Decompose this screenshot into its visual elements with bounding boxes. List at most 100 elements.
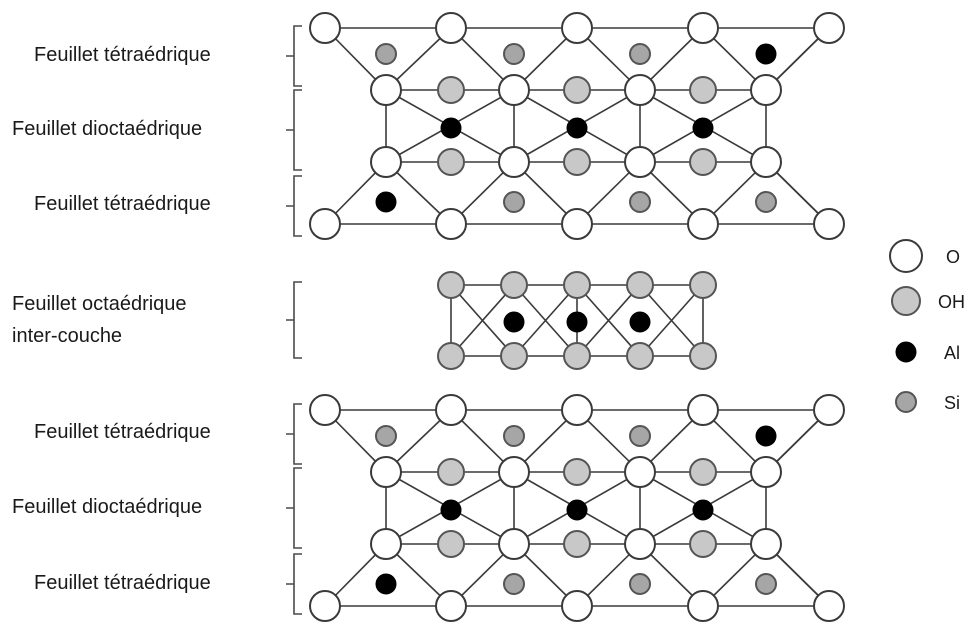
- hydroxyl-atom: [689, 530, 717, 558]
- hydroxyl-atom: [437, 342, 465, 370]
- hydroxyl-atom: [500, 271, 528, 299]
- label-top-tetra-lower: Feuillet tétraédrique: [34, 193, 211, 215]
- hydroxyl-atom: [437, 530, 465, 558]
- tos-layer-bottom: [309, 394, 845, 622]
- oxygen-atom: [435, 208, 467, 240]
- labels-top-layer: Feuillet tétraédrique Feuillet dioctaédr…: [12, 44, 211, 215]
- aluminium-atom: [692, 117, 714, 139]
- oxygen-atom: [750, 146, 782, 178]
- oxygen-atom: [498, 528, 530, 560]
- legend-si-label: Si: [944, 393, 960, 413]
- label-top-tetra-upper: Feuillet tétraédrique: [34, 44, 211, 66]
- legend: O OH Al Si: [889, 239, 965, 413]
- oxygen-atom: [687, 394, 719, 426]
- oxygen-atom: [561, 590, 593, 622]
- legend-si-icon: [895, 391, 917, 413]
- oxygen-atom: [435, 394, 467, 426]
- label-interlayer-line1: Feuillet octaédrique: [12, 293, 187, 315]
- oxygen-atom: [370, 528, 402, 560]
- silicon-atom: [503, 573, 525, 595]
- legend-oh-icon: [891, 286, 921, 316]
- aluminium-atom: [755, 43, 777, 65]
- hydroxyl-atom: [689, 271, 717, 299]
- octahedral-interlayer: [437, 271, 717, 370]
- aluminium-atom: [375, 191, 397, 213]
- hydroxyl-atom: [563, 342, 591, 370]
- oxygen-atom: [561, 394, 593, 426]
- oxygen-atom: [435, 590, 467, 622]
- label-top-dioctahedral: Feuillet dioctaédrique: [12, 118, 202, 140]
- oxygen-atom: [813, 394, 845, 426]
- bracket-interlayer: [286, 281, 302, 359]
- oxygen-atom: [750, 74, 782, 106]
- silicon-atom: [629, 425, 651, 447]
- oxygen-atom: [370, 456, 402, 488]
- hydroxyl-atom: [626, 342, 654, 370]
- oxygen-atom: [687, 590, 719, 622]
- silicon-atom: [503, 425, 525, 447]
- legend-oh-label: OH: [938, 292, 965, 312]
- oxygen-atom: [435, 12, 467, 44]
- oxygen-atom: [750, 528, 782, 560]
- aluminium-atom: [566, 499, 588, 521]
- silicon-atom: [629, 573, 651, 595]
- hydroxyl-atom: [563, 76, 591, 104]
- aluminium-atom: [755, 425, 777, 447]
- oxygen-atom: [498, 74, 530, 106]
- oxygen-atom: [750, 456, 782, 488]
- oxygen-atom: [813, 590, 845, 622]
- hydroxyl-atom: [689, 458, 717, 486]
- silicon-atom: [629, 43, 651, 65]
- bracket-bottom-tetra-lower: [286, 553, 302, 615]
- silicon-atom: [755, 573, 777, 595]
- oxygen-atom: [624, 456, 656, 488]
- interlayer-diagonal-bond: [450, 284, 515, 357]
- silicon-atom: [375, 425, 397, 447]
- aluminium-atom: [566, 311, 588, 333]
- aluminium-atom: [440, 499, 462, 521]
- oxygen-atom: [498, 146, 530, 178]
- aluminium-atom: [629, 311, 651, 333]
- oxygen-atom: [561, 208, 593, 240]
- interlayer-diagonal-bond: [513, 284, 578, 357]
- hydroxyl-atom: [563, 458, 591, 486]
- oxygen-atom: [309, 208, 341, 240]
- oxygen-atom: [624, 146, 656, 178]
- hydroxyl-atom: [563, 271, 591, 299]
- hydroxyl-atom: [689, 76, 717, 104]
- silicon-atom: [503, 191, 525, 213]
- hydroxyl-atom: [563, 530, 591, 558]
- legend-o-label: O: [946, 247, 960, 267]
- legend-al-icon: [895, 341, 917, 363]
- label-bottom-tetra-upper: Feuillet tétraédrique: [34, 421, 211, 443]
- bracket-bottom-tetra-upper: [286, 403, 302, 465]
- hydroxyl-atom: [689, 148, 717, 176]
- oxygen-atom: [309, 394, 341, 426]
- oxygen-atom: [370, 74, 402, 106]
- oxygen-atom: [309, 590, 341, 622]
- oxygen-atom: [813, 208, 845, 240]
- bracket-top-tetra-lower: [286, 175, 302, 237]
- interlayer-diagonal-bond: [576, 284, 641, 357]
- labels-interlayer: Feuillet octaédrique inter-couche: [12, 293, 187, 347]
- interlayer-diagonal-bond: [639, 284, 704, 357]
- oxygen-atom: [624, 528, 656, 560]
- oxygen-atom: [813, 12, 845, 44]
- legend-o-icon: [889, 239, 923, 273]
- silicon-atom: [629, 191, 651, 213]
- bracket-bottom-dioctahedral: [286, 467, 302, 549]
- label-bottom-dioctahedral: Feuillet dioctaédrique: [12, 496, 202, 518]
- aluminium-atom: [566, 117, 588, 139]
- hydroxyl-atom: [626, 271, 654, 299]
- oxygen-atom: [624, 74, 656, 106]
- oxygen-atom: [687, 12, 719, 44]
- hydroxyl-atom: [437, 271, 465, 299]
- aluminium-atom: [375, 573, 397, 595]
- hydroxyl-atom: [437, 458, 465, 486]
- label-bottom-tetra-lower: Feuillet tétraédrique: [34, 572, 211, 594]
- oxygen-atom: [309, 12, 341, 44]
- aluminium-atom: [440, 117, 462, 139]
- labels-bottom-layer: Feuillet tétraédrique Feuillet dioctaédr…: [12, 421, 211, 594]
- bracket-top-dioctahedral: [286, 89, 302, 171]
